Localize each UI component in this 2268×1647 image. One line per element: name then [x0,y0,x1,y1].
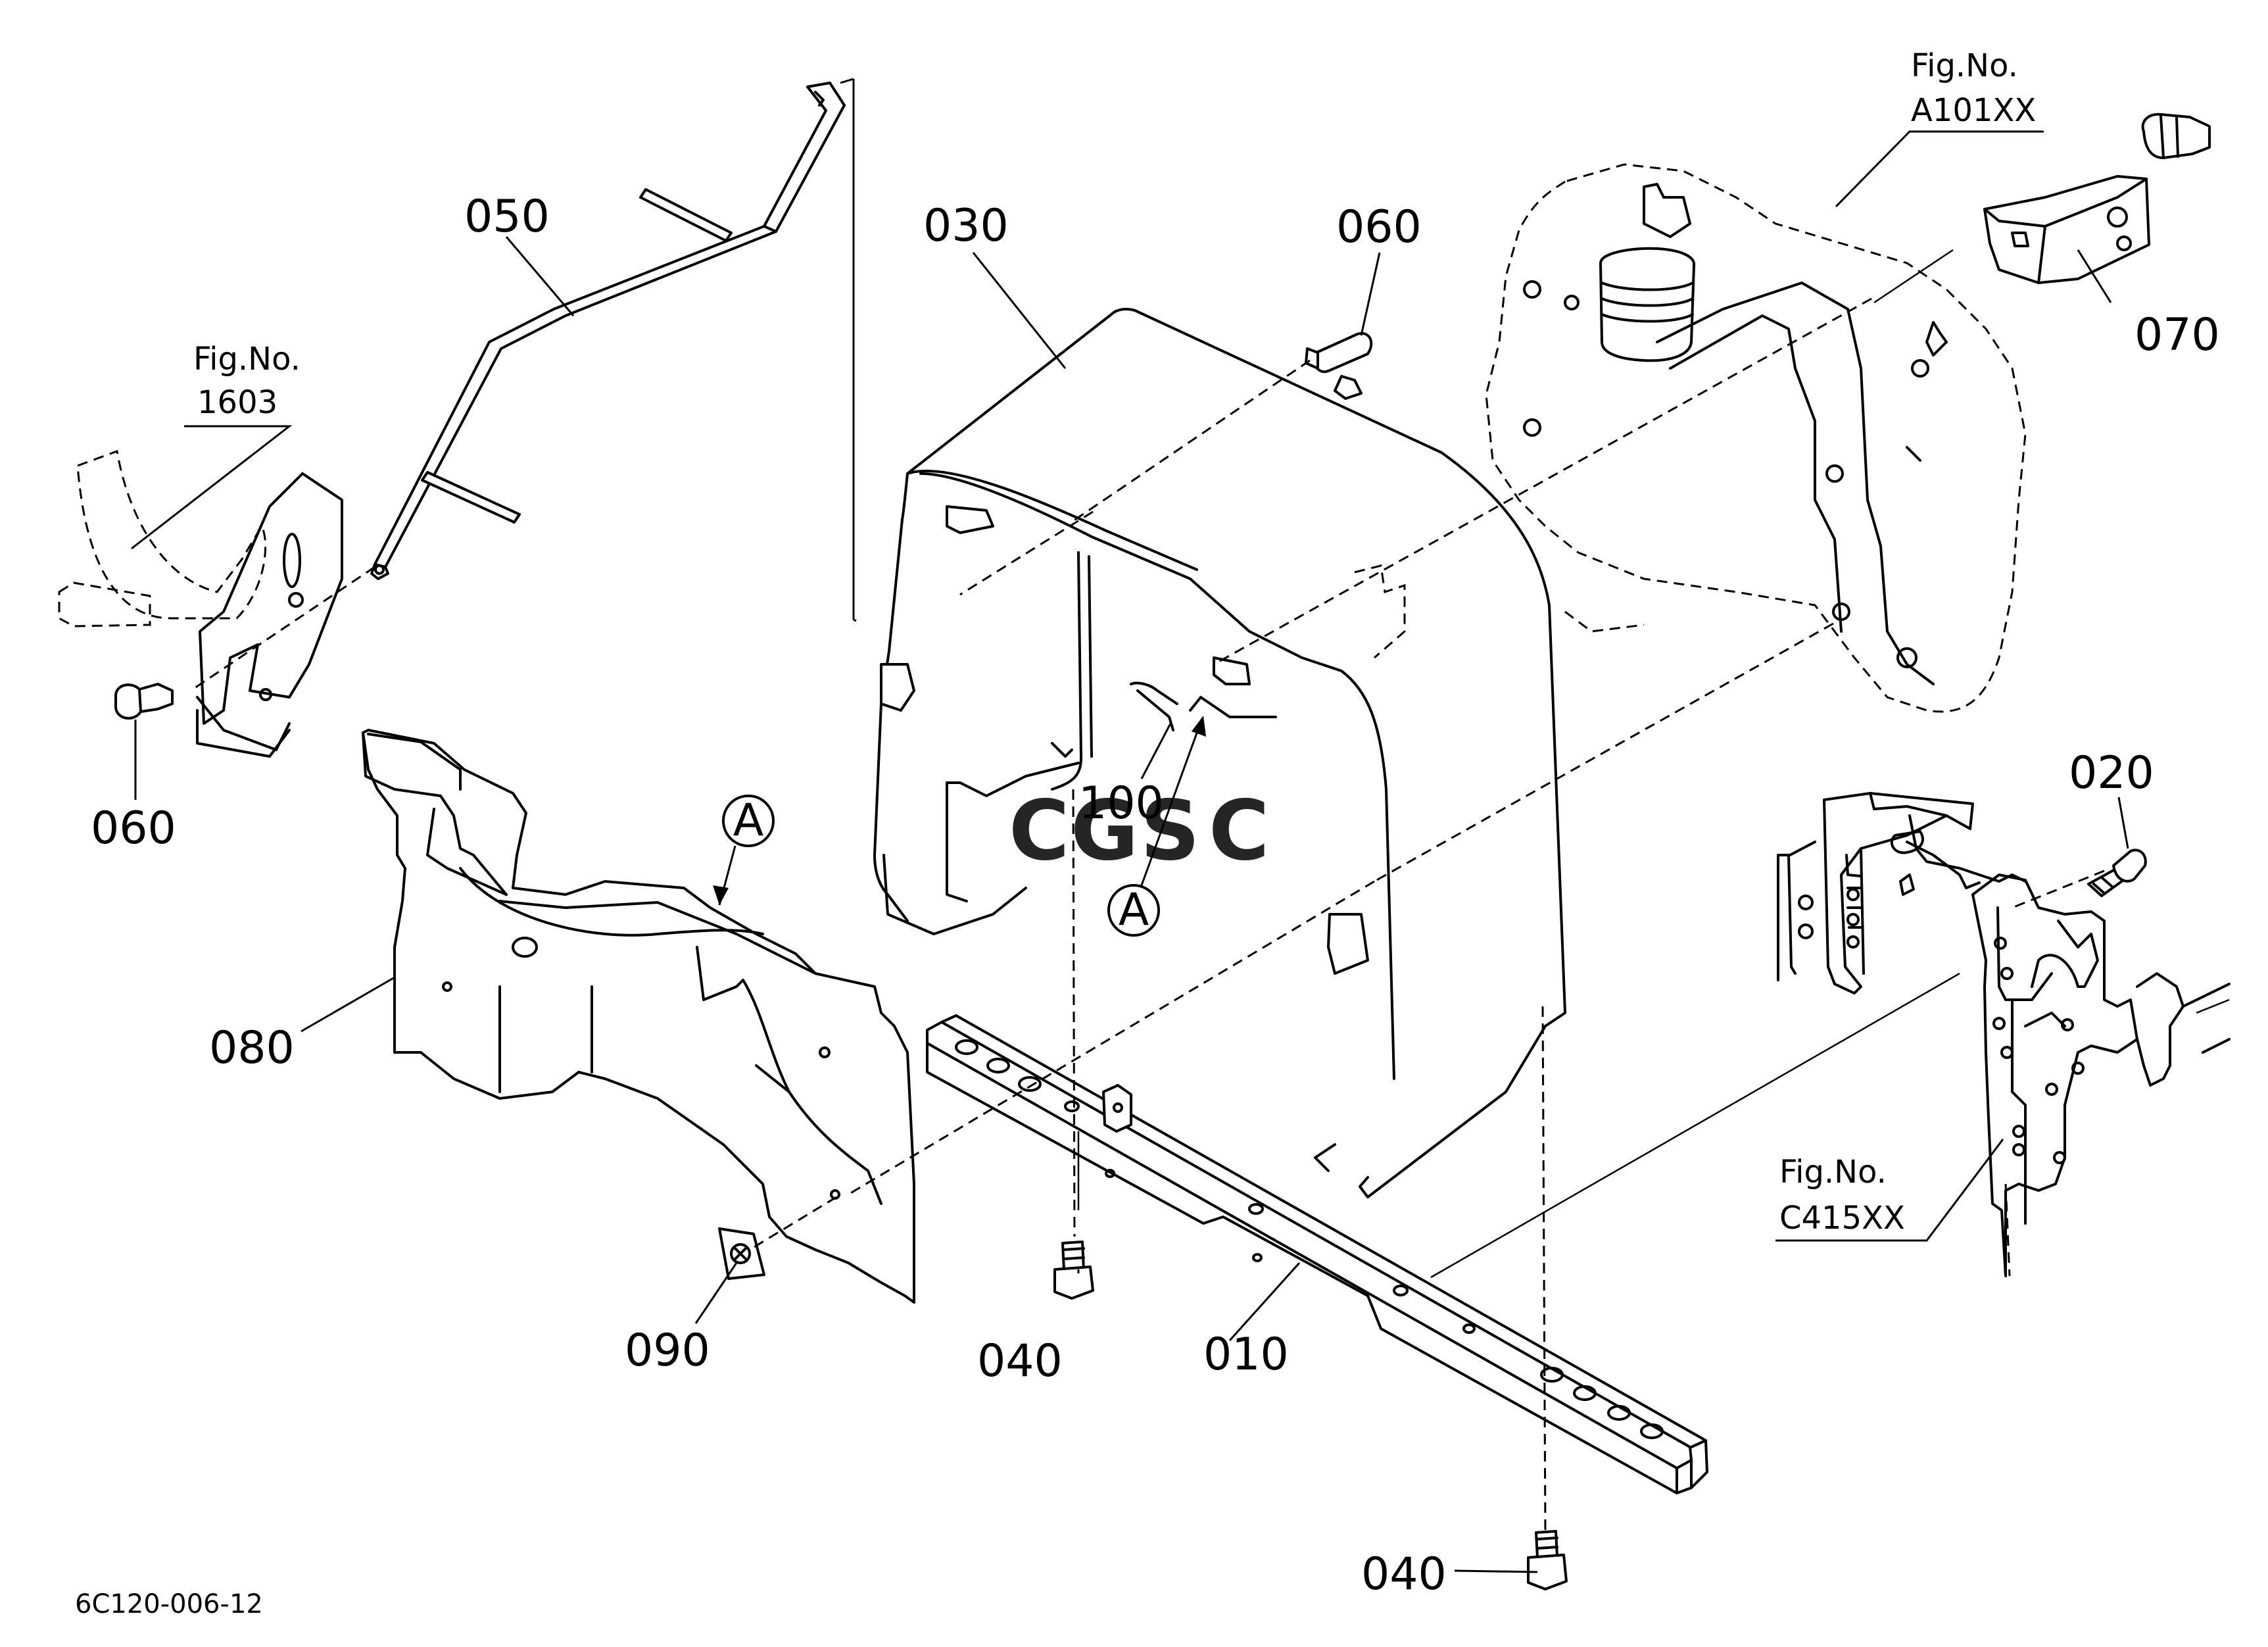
label-part-080: 080 [209,1022,295,1074]
label-part-070: 070 [2135,309,2220,361]
diagram-id: 6C120-006-12 [75,1589,263,1619]
label-part-060-left: 060 [91,802,176,854]
callout-a-lower [1107,716,1206,937]
callout-a-upper-letter: A [733,795,764,847]
fig-a101xx-tank [1485,163,2027,713]
label-part-050: 050 [464,191,550,243]
label-part-100: 100 [1078,777,1164,829]
label-part-060-top: 060 [1336,201,1422,253]
part-040-bolt-bottom [1527,1530,1568,1590]
assembly-lines [190,297,2105,1533]
part-040-bolt-center [1053,1241,1094,1300]
fig-1603-bracket [58,449,343,758]
leader-lines [131,130,2129,1573]
watermark-letter-4: C [1209,782,1269,879]
part-080-support [362,729,915,1304]
label-part-020: 020 [2069,747,2154,799]
watermark-logo: C G S C [1009,782,1269,879]
label-part-030: 030 [923,200,1009,252]
watermark-letter-1: C [1009,782,1069,879]
part-060-left-bolt [114,683,174,720]
part-100-clip [1130,681,1178,731]
part-010-frame [926,1014,1708,1494]
fig-1603-number: 1603 [197,384,277,421]
callout-a-lower-letter: A [1119,884,1149,936]
fig-c415xx-label: Fig.No. [1779,1154,1887,1191]
label-part-010: 010 [1203,1329,1289,1381]
fig-c415xx-bracket [1777,792,2231,1277]
label-part-040-bottom: 040 [1361,1548,1447,1600]
fig-a101xx-label: Fig.No. [1911,47,2018,84]
callout-a-upper [713,795,775,906]
watermark-letter-3: S [1140,782,1200,879]
center-lines [1077,249,2230,1279]
fig-a101xx-number: A101XX [1911,92,2036,129]
fig-1603-label: Fig.No. [193,341,301,378]
label-part-040-center: 040 [977,1335,1063,1387]
part-060-top-bolt [1305,332,1373,374]
fig-c415xx-number: C415XX [1779,1200,1905,1237]
label-part-090: 090 [625,1325,710,1377]
part-050-bar [370,82,846,580]
part-020-bolt [2087,848,2147,897]
part-070-fitting [2141,112,2211,159]
part-070-bracket [1983,175,2150,284]
watermark-letter-2: G [1071,782,1138,879]
part-090-nut [718,1227,765,1280]
part-030-cover [873,308,1566,1198]
